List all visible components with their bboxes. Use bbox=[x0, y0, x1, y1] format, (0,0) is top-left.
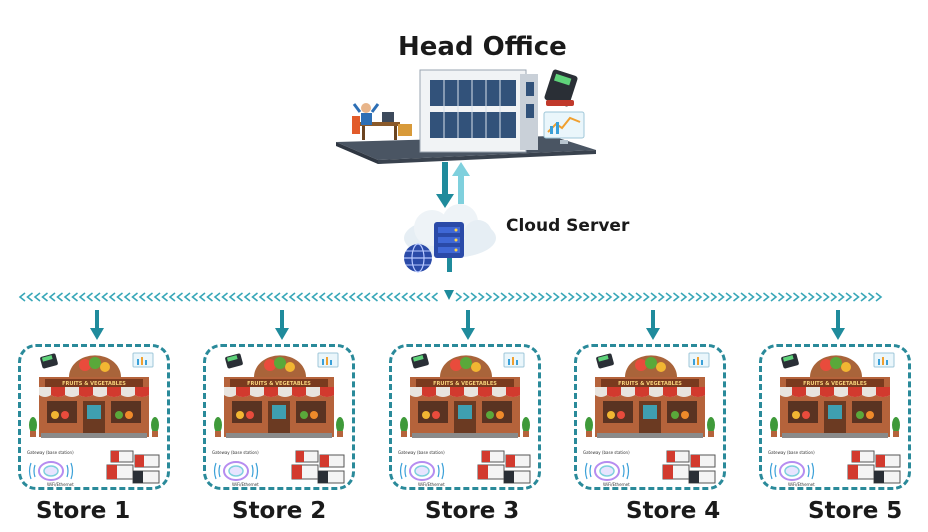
gateway-label: Gateway (base station) bbox=[27, 450, 74, 455]
chevrons-left-icon bbox=[18, 292, 438, 302]
plant-left-icon bbox=[585, 417, 593, 437]
arrow-down-icon bbox=[436, 162, 454, 208]
plant-left-icon bbox=[400, 417, 408, 437]
office-building-icon bbox=[419, 69, 538, 153]
gateway-label: Gateway (base station) bbox=[212, 450, 259, 455]
server-icon bbox=[434, 222, 464, 258]
electronic-shelf-labels-icon bbox=[291, 450, 345, 484]
wifi-label: WiFi/Ethernet bbox=[788, 482, 815, 487]
gateway-icon: Gateway (base station) WiFi/Ethernet bbox=[212, 450, 259, 487]
shop-front-icon: FRUITS & VEGETABLES bbox=[39, 377, 149, 438]
plant-left-icon bbox=[214, 417, 222, 437]
fruit-basket-icon bbox=[254, 355, 306, 377]
pos-terminal-icon bbox=[225, 353, 243, 369]
store-label: Store 3 bbox=[425, 498, 520, 524]
fruit-basket-icon bbox=[440, 355, 492, 377]
plant-left-icon bbox=[29, 417, 37, 437]
electronic-shelf-labels-icon bbox=[662, 450, 716, 484]
dashboard-icon bbox=[317, 352, 339, 368]
gateway-label: Gateway (base station) bbox=[398, 450, 445, 455]
shop-sign: FRUITS & VEGETABLES bbox=[618, 381, 682, 387]
plant-right-icon bbox=[336, 417, 344, 437]
shop-front-icon: FRUITS & VEGETABLES bbox=[595, 377, 705, 438]
shop-sign: FRUITS & VEGETABLES bbox=[803, 381, 867, 387]
shop-front-icon: FRUITS & VEGETABLES bbox=[224, 377, 334, 438]
dashboard-icon bbox=[132, 352, 154, 368]
network-bus-line bbox=[18, 290, 883, 302]
store-arrow-icon bbox=[461, 310, 475, 346]
fruit-basket-icon bbox=[625, 355, 677, 377]
shop-front-icon: FRUITS & VEGETABLES bbox=[410, 377, 520, 438]
store-container: FRUITS & VEGETABLES bbox=[574, 344, 726, 490]
globe-icon bbox=[404, 243, 432, 273]
gateway-icon: Gateway (base station) WiFi/Ethernet bbox=[768, 450, 815, 487]
gateway-icon: Gateway (base station) WiFi/Ethernet bbox=[583, 450, 630, 487]
cloud-server-label: Cloud Server bbox=[506, 216, 630, 236]
gateway-label: Gateway (base station) bbox=[768, 450, 815, 455]
bus-junction-arrow-icon bbox=[444, 290, 454, 300]
plant-right-icon bbox=[707, 417, 715, 437]
shop-sign: FRUITS & VEGETABLES bbox=[433, 381, 497, 387]
person-at-desk-icon bbox=[352, 103, 412, 140]
cloud-server-illustration bbox=[404, 204, 496, 273]
store-container: FRUITS & VEGETABLES bbox=[18, 344, 170, 490]
chevrons-right-icon bbox=[455, 292, 883, 302]
wifi-label: WiFi/Ethernet bbox=[418, 482, 445, 487]
store-label: Store 4 bbox=[626, 498, 721, 524]
fruit-basket-icon bbox=[810, 355, 862, 377]
pos-terminal-icon bbox=[544, 69, 578, 107]
dashboard-monitor-icon bbox=[543, 111, 585, 144]
gateway-label: Gateway (base station) bbox=[583, 450, 630, 455]
dashboard-icon bbox=[688, 352, 710, 368]
wifi-label: WiFi/Ethernet bbox=[603, 482, 630, 487]
wifi-label: WiFi/Ethernet bbox=[47, 482, 74, 487]
plant-right-icon bbox=[151, 417, 159, 437]
shop-sign: FRUITS & VEGETABLES bbox=[62, 381, 126, 387]
electronic-shelf-labels-icon bbox=[847, 450, 901, 484]
store-arrow-icon bbox=[831, 310, 845, 346]
plant-left-icon bbox=[770, 417, 778, 437]
dashboard-icon bbox=[873, 352, 895, 368]
electronic-shelf-labels-icon bbox=[106, 450, 160, 484]
store-container: FRUITS & VEGETABLES bbox=[389, 344, 541, 490]
arrow-up-icon bbox=[452, 162, 470, 204]
store-arrow-icon bbox=[646, 310, 660, 346]
pos-terminal-icon bbox=[596, 353, 614, 369]
store-arrow-icon bbox=[275, 310, 289, 346]
electronic-shelf-labels-icon bbox=[477, 450, 531, 484]
pos-terminal-icon bbox=[40, 353, 58, 369]
gateway-icon: Gateway (base station) WiFi/Ethernet bbox=[27, 450, 74, 487]
plant-right-icon bbox=[892, 417, 900, 437]
store-container: FRUITS & VEGETABLES bbox=[203, 344, 355, 490]
gateway-icon: Gateway (base station) WiFi/Ethernet bbox=[398, 450, 445, 487]
pos-terminal-icon bbox=[781, 353, 799, 369]
dashboard-icon bbox=[503, 352, 525, 368]
shop-front-icon: FRUITS & VEGETABLES bbox=[780, 377, 890, 438]
store-arrow-icon bbox=[90, 310, 104, 346]
plant-right-icon bbox=[522, 417, 530, 437]
fruit-basket-icon bbox=[69, 355, 121, 377]
cloud-down-arrow-icon bbox=[447, 258, 452, 272]
office-cloud-arrows bbox=[436, 162, 470, 208]
store-label: Store 5 bbox=[808, 498, 903, 524]
head-office-title: Head Office bbox=[398, 32, 567, 62]
head-office-illustration bbox=[336, 69, 596, 164]
store-container: FRUITS & VEGETABLES bbox=[759, 344, 911, 490]
store-label: Store 1 bbox=[36, 498, 131, 524]
wifi-label: WiFi/Ethernet bbox=[232, 482, 259, 487]
shop-sign: FRUITS & VEGETABLES bbox=[247, 381, 311, 387]
store-label: Store 2 bbox=[232, 498, 327, 524]
pos-terminal-icon bbox=[411, 353, 429, 369]
